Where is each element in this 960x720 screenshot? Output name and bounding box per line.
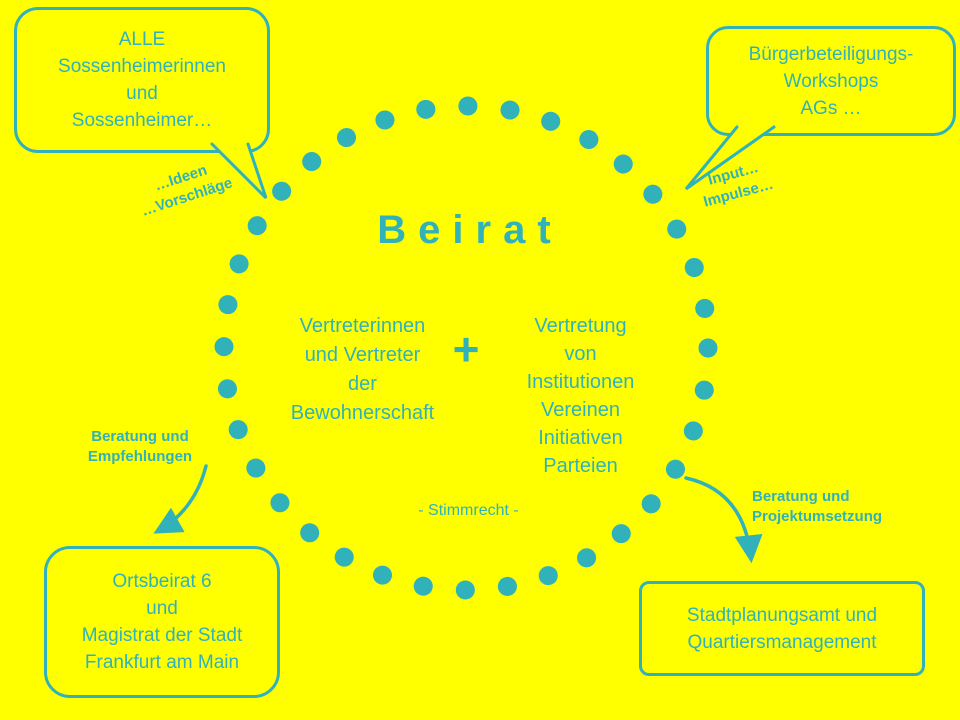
member-group-residents: Vertreterinnen und Vertreter der Bewohne…: [290, 315, 435, 424]
curved-arrow-right-icon: [684, 476, 763, 564]
label-input-impulses: Input… Impulse…: [701, 158, 776, 211]
bubble-all-residents: ALLE Sossenheimerinnen und Sossenheimer…: [14, 7, 270, 153]
label-advice-recommendations: Beratung und Empfehlungen: [87, 428, 193, 465]
curved-arrow-left-icon: [153, 464, 208, 534]
bubble-ortsbeirat: Ortsbeirat 6 und Magistrat der Stadt Fra…: [44, 546, 280, 698]
label-ideas-suggestions: …Ideen …Vorschläge: [139, 161, 235, 220]
bubble-workshops: Bürgerbeteiligungs- Workshops AGs …: [706, 26, 956, 136]
plus-sign: +: [452, 323, 480, 375]
label-advice-implementation: Beratung und Projektumsetzung: [752, 488, 883, 525]
diagram-title: Beirat: [377, 208, 563, 252]
member-group-institutions: Vertretung von Institutionen Vereinen In…: [526, 315, 635, 477]
bubble-stadtplanungsamt: Stadtplanungsamt und Quartiersmanagement: [639, 581, 925, 676]
voting-right-note: - Stimmrecht -: [418, 502, 519, 519]
